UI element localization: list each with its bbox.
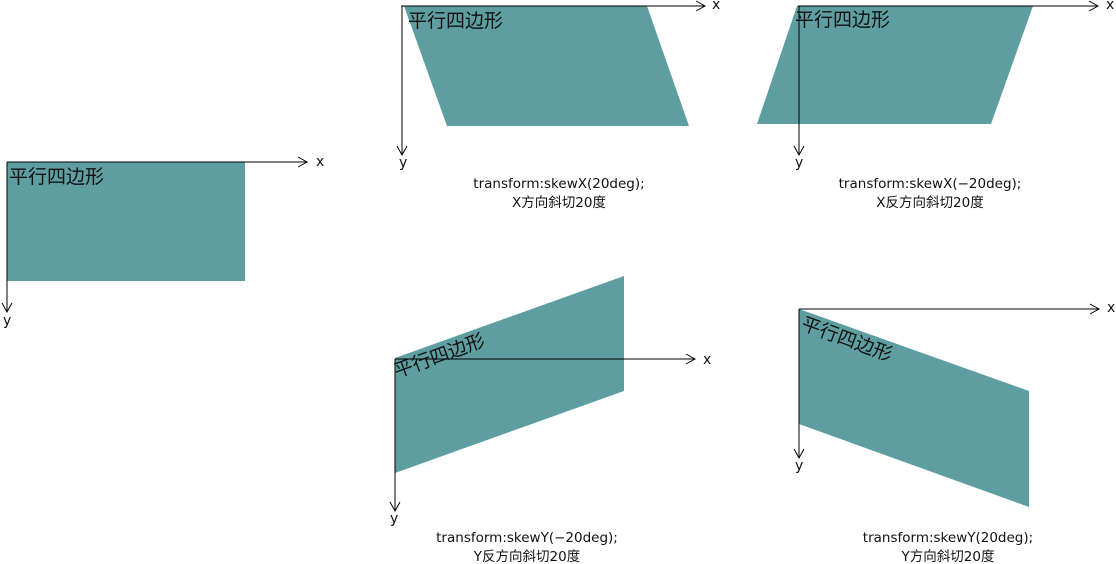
shape-label: 平行四边形	[408, 10, 503, 32]
x-axis-label: x	[703, 352, 711, 368]
y-axis-label: y	[3, 313, 11, 329]
panel-skewy-20: x y 平行四边形 transform:skewY(20deg); Y方向斜切2…	[793, 300, 1115, 564]
parallelogram-shape	[404, 6, 689, 126]
panel-skewy-neg20: x y 平行四边形 transform:skewY(−20deg); Y反方向斜…	[389, 276, 711, 564]
caption-line1: transform:skewY(−20deg);	[436, 530, 618, 546]
parallelogram-shape	[7, 162, 245, 281]
parallelogram-shape	[799, 309, 1029, 507]
y-axis-label: y	[399, 155, 407, 171]
x-axis-label: x	[316, 154, 324, 170]
y-axis-label: y	[795, 155, 803, 171]
shape-label: 平行四边形	[9, 166, 104, 188]
parallelogram-shape	[757, 6, 1033, 124]
y-axis-label: y	[795, 458, 803, 474]
parallelogram-shape	[395, 276, 624, 473]
caption-line2: X方向斜切20度	[512, 195, 606, 211]
x-axis-label: x	[712, 0, 720, 13]
x-axis-label: x	[1106, 0, 1114, 13]
panel-skewx-neg20: x y 平行四边形 transform:skewX(−20deg); X反方向斜…	[757, 0, 1114, 211]
caption-line2: Y反方向斜切20度	[473, 549, 580, 564]
panel-original: x y 平行四边形	[1, 154, 324, 329]
y-axis-label: y	[390, 511, 398, 527]
caption-line1: transform:skewX(−20deg);	[839, 176, 1022, 192]
caption-line1: transform:skewX(20deg);	[473, 176, 644, 192]
caption-line2: X反方向斜切20度	[876, 195, 983, 211]
caption-line2: Y方向斜切20度	[901, 549, 995, 564]
x-axis-label: x	[1107, 300, 1115, 316]
panel-skewx-20: x y 平行四边形 transform:skewX(20deg); X方向斜切2…	[396, 0, 720, 211]
shape-label: 平行四边形	[795, 9, 890, 31]
caption-line1: transform:skewY(20deg);	[863, 530, 1033, 546]
